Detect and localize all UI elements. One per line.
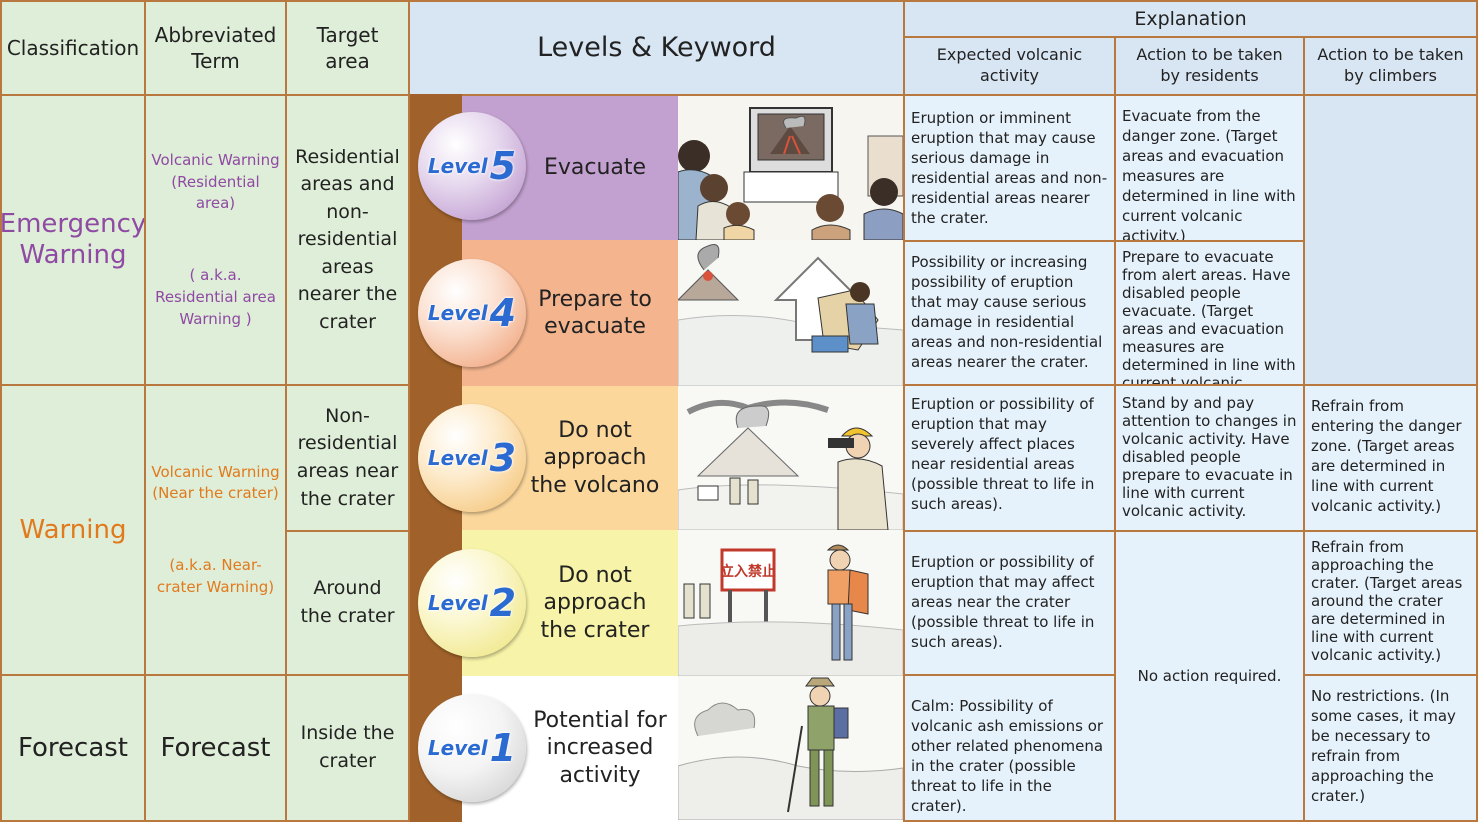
residents-level-1-2-text: No action required. <box>1137 667 1282 685</box>
abbr-warning-main: Volcanic Warning (Near the crater) <box>151 462 280 503</box>
header-action-climbers: Action to be taken by climbers <box>1303 36 1478 96</box>
level-2-badge-number: 2 <box>489 581 517 625</box>
climbers-level-3: Refrain from entering the danger zone. (… <box>1303 384 1478 532</box>
header-action-climbers-text: Action to be taken by climbers <box>1317 45 1464 85</box>
target-forecast-text: Inside the crater <box>300 722 395 772</box>
expected-level-2: Eruption or possibility of eruption that… <box>903 530 1116 676</box>
level-4-keyword: Prepare to evacuate <box>522 240 668 386</box>
level-5-keyword: Evacuate <box>522 96 668 240</box>
level-2-keyword: Do not approach the crater <box>522 530 668 676</box>
expected-level-1-text: Calm: Possibility of volcanic ash emissi… <box>911 697 1104 815</box>
target-emergency: Residential areas and non-residential ar… <box>285 94 410 386</box>
climbers-level-2-text: Refrain from approaching the crater. (Ta… <box>1311 538 1463 664</box>
level-1-keyword-text: Potential for increased activity <box>533 707 667 788</box>
climbers-level-2: Refrain from approaching the crater. (Ta… <box>1303 530 1478 676</box>
class-emergency-warning: Emergency Warning <box>0 94 146 386</box>
abbr-forecast: Forecast <box>144 674 287 822</box>
level-1-keyword: Potential for increased activity <box>522 676 678 820</box>
keep-out-sign-text: 立入禁止 <box>720 563 776 580</box>
class-warning: Warning <box>0 384 146 676</box>
expected-level-1: Calm: Possibility of volcanic ash emissi… <box>903 674 1116 822</box>
header-action-residents-text: Action to be taken by residents <box>1136 45 1283 85</box>
header-action-residents: Action to be taken by residents <box>1114 36 1305 96</box>
level-4-keyword-text: Prepare to evacuate <box>538 286 652 340</box>
residents-level-4-text: Prepare to evacuate from alert areas. Ha… <box>1122 248 1296 410</box>
level-1-illustration <box>678 676 903 820</box>
level-2-badge-word: Level <box>427 591 488 615</box>
level-3-badge-word: Level <box>427 446 488 470</box>
abbr-emergency-main: Volcanic Warning (Residential area) <box>151 150 280 213</box>
expected-level-4-text: Possibility or increasing possibility of… <box>911 253 1103 371</box>
level-1-badge-word: Level <box>427 736 488 760</box>
level-5-illustration <box>678 96 903 240</box>
abbr-emergency-aka: ( a.k.a. Residential area Warning ) <box>155 266 276 328</box>
level-5-keyword-text: Evacuate <box>543 155 647 181</box>
class-warning-text: Warning <box>19 515 127 545</box>
level-4-badge-word: Level <box>427 301 488 325</box>
target-warning-level2-text: Around the crater <box>300 577 395 627</box>
header-abbreviated-term: Abbreviated Term <box>144 0 287 96</box>
target-emergency-text: Residential areas and non-residential ar… <box>295 145 400 333</box>
expected-level-5: Eruption or imminent eruption that may c… <box>903 94 1116 242</box>
level-2-keyword-text: Do not approach the crater <box>540 562 650 643</box>
climbers-level-1: No restrictions. (In some cases, it may … <box>1303 674 1478 822</box>
residents-level-5: Evacuate from the danger zone. (Target a… <box>1114 94 1305 245</box>
climbers-level-4-5 <box>1303 94 1478 386</box>
expected-level-4: Possibility or increasing possibility of… <box>903 240 1116 386</box>
abbr-warning-aka: (a.k.a. Near-crater Warning) <box>156 556 275 596</box>
level-5-badge-word: Level <box>427 154 488 178</box>
target-warning-level3-text: Non-residential areas near the crater <box>296 404 399 510</box>
abbr-forecast-text: Forecast <box>160 733 271 763</box>
abbr-warning: Volcanic Warning (Near the crater) (a.k.… <box>144 384 287 676</box>
expected-level-5-text: Eruption or imminent eruption that may c… <box>911 109 1108 227</box>
expected-level-3-text: Eruption or possibility of eruption that… <box>911 395 1095 513</box>
header-levels-keyword: Levels & Keyword <box>408 0 905 96</box>
level-2-illustration: 立入禁止 <box>678 530 903 676</box>
level-5-badge-number: 5 <box>489 144 517 188</box>
residents-level-4: Prepare to evacuate from alert areas. Ha… <box>1114 240 1305 410</box>
residents-level-3: Stand by and pay attention to changes in… <box>1114 384 1305 532</box>
header-classification: Classification <box>0 0 146 96</box>
class-emergency-warning-text: Emergency Warning <box>0 208 147 270</box>
expected-level-3: Eruption or possibility of eruption that… <box>903 384 1116 532</box>
target-warning-level2: Around the crater <box>285 530 410 676</box>
level-1-badge-number: 1 <box>489 726 517 770</box>
target-warning-level3: Non-residential areas near the crater <box>285 384 410 532</box>
level-3-badge-number: 3 <box>489 436 517 480</box>
expected-level-2-text: Eruption or possibility of eruption that… <box>911 553 1095 651</box>
target-forecast: Inside the crater <box>285 674 410 822</box>
header-levels-keyword-text: Levels & Keyword <box>537 32 776 64</box>
header-expected-activity-text: Expected volcanic activity <box>936 45 1083 85</box>
header-abbreviated-term-text: Abbreviated Term <box>154 23 277 73</box>
header-explanation: Explanation <box>903 0 1478 38</box>
header-target-area-text: Target area <box>316 23 379 73</box>
class-forecast-text: Forecast <box>17 733 129 763</box>
residents-level-1-2: No action required. <box>1114 530 1305 822</box>
header-target-area: Target area <box>285 0 410 96</box>
level-3-keyword-text: Do not approach the volcano <box>530 417 660 498</box>
climbers-level-3-text: Refrain from entering the danger zone. (… <box>1311 397 1462 515</box>
header-expected-activity: Expected volcanic activity <box>903 36 1116 96</box>
level-3-keyword: Do not approach the volcano <box>522 386 668 530</box>
level-3-illustration <box>678 386 903 530</box>
level-4-illustration <box>678 240 903 386</box>
residents-level-3-text: Stand by and pay attention to changes in… <box>1122 394 1297 520</box>
level-4-badge-number: 4 <box>489 291 517 335</box>
abbr-emergency: Volcanic Warning (Residential area) ( a.… <box>144 94 287 386</box>
header-explanation-text: Explanation <box>1134 7 1247 30</box>
climbers-level-1-text: No restrictions. (In some cases, it may … <box>1311 687 1456 805</box>
residents-level-5-text: Evacuate from the danger zone. (Target a… <box>1122 107 1296 245</box>
header-classification-text: Classification <box>6 36 140 60</box>
class-forecast: Forecast <box>0 674 146 822</box>
